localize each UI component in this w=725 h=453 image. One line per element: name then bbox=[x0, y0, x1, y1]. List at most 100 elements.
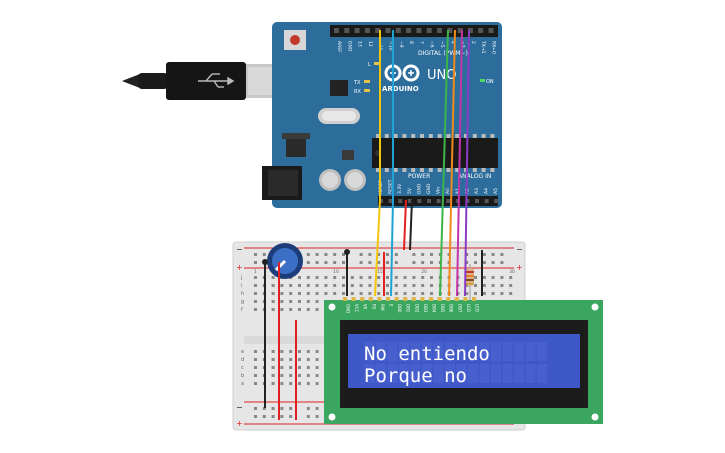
digital-pin-hole[interactable] bbox=[437, 28, 442, 33]
usb-icon bbox=[198, 73, 235, 88]
digital-pin-label: RX←0 bbox=[491, 41, 497, 54]
wire-cyan[interactable] bbox=[390, 30, 394, 297]
digital-pin-label: ~5 bbox=[439, 41, 445, 48]
lcd-pin-hole[interactable] bbox=[420, 297, 425, 301]
lcd-pin-hole[interactable] bbox=[351, 297, 356, 301]
svg-text:+: + bbox=[236, 419, 243, 428]
column-number: 30 bbox=[509, 269, 515, 275]
wire-purple[interactable] bbox=[464, 29, 470, 297]
svg-text:−: − bbox=[516, 245, 523, 254]
bottom-pin-label: Vin bbox=[436, 187, 442, 194]
lcd-pin-hole[interactable] bbox=[343, 297, 347, 301]
lcd-pin-hole[interactable] bbox=[394, 297, 399, 301]
power-pin-hole[interactable] bbox=[417, 199, 422, 203]
digital-pin-hole[interactable] bbox=[334, 28, 339, 33]
lcd-pin-hole[interactable] bbox=[429, 297, 433, 301]
bottom-pin-label: A5 bbox=[493, 188, 499, 194]
lcd-pin-label: GND bbox=[346, 304, 351, 313]
svg-text:−: − bbox=[236, 245, 243, 254]
lcd-pin-label: E bbox=[389, 304, 394, 307]
row-letter: i bbox=[241, 283, 242, 289]
lcd-pin-label: LED bbox=[475, 304, 480, 312]
lcd-pin-hole[interactable] bbox=[368, 297, 373, 301]
lcd-pin-label: DB7 bbox=[457, 304, 462, 313]
lcd-pin-hole[interactable] bbox=[360, 297, 365, 301]
wire-red-5v[interactable] bbox=[403, 199, 407, 251]
power-pin-hole[interactable] bbox=[436, 199, 441, 203]
lcd-pin-hole[interactable] bbox=[403, 297, 408, 301]
digital-pin-label: AREF bbox=[336, 41, 342, 53]
digital-pin-label: ~10 bbox=[388, 41, 394, 51]
digital-pin-hole[interactable] bbox=[488, 28, 494, 33]
digital-pin-label: 4 bbox=[449, 41, 455, 44]
digital-pin-label: 8 bbox=[408, 41, 414, 44]
bottom-pin-label: A1 bbox=[455, 188, 461, 194]
potentiometer[interactable] bbox=[267, 243, 303, 279]
lcd-pin-hole[interactable] bbox=[463, 297, 468, 301]
digital-pin-hole[interactable] bbox=[467, 28, 473, 33]
lcd-pin-hole[interactable] bbox=[437, 297, 442, 301]
digital-label: DIGITAL (PWM~) bbox=[418, 50, 468, 57]
row-letter: h bbox=[241, 291, 244, 297]
digital-pin-label: 2 bbox=[470, 41, 476, 44]
svg-text:+: + bbox=[236, 263, 243, 272]
digital-pin-hole[interactable] bbox=[478, 28, 484, 33]
usb-cable[interactable] bbox=[122, 62, 296, 100]
wire-magenta[interactable] bbox=[456, 29, 463, 297]
wire-black-gnd[interactable] bbox=[409, 199, 413, 251]
power-pin-hole[interactable] bbox=[427, 199, 431, 203]
power-pin-hole[interactable] bbox=[388, 199, 393, 203]
digital-pin-hole[interactable] bbox=[375, 28, 381, 33]
row-letter: b bbox=[241, 373, 244, 379]
column-number: 1 bbox=[254, 269, 257, 275]
rx-label: RX bbox=[354, 89, 361, 95]
lcd-pin-hole[interactable] bbox=[446, 297, 451, 301]
lcd-pin-label: DB4 bbox=[432, 304, 437, 313]
lcd-pin-hole[interactable] bbox=[472, 297, 476, 301]
model-label: UNO bbox=[427, 68, 456, 83]
bottom-pin-label: 5V bbox=[407, 187, 413, 194]
digital-pin-hole[interactable] bbox=[426, 28, 432, 33]
digital-pin-hole[interactable] bbox=[395, 28, 401, 33]
power-pin-hole[interactable] bbox=[446, 199, 451, 203]
digital-pin-hole[interactable] bbox=[447, 28, 453, 33]
power-pin-hole[interactable] bbox=[475, 199, 479, 203]
lcd-pin-hole[interactable] bbox=[386, 297, 390, 301]
analog-label: ANALOG IN bbox=[458, 173, 491, 180]
lcd-pin-label: DB1 bbox=[406, 304, 411, 313]
power-pin-hole[interactable] bbox=[484, 199, 489, 203]
bottom-pin-label: A3 bbox=[474, 188, 480, 194]
bottom-pin-label: RESET bbox=[388, 179, 394, 194]
lcd-pin-hole[interactable] bbox=[377, 297, 382, 301]
atmega-chip bbox=[372, 138, 498, 168]
bottom-pin-label: GND bbox=[426, 183, 432, 194]
digital-pin-hole[interactable] bbox=[344, 28, 350, 33]
digital-pin-hole[interactable] bbox=[457, 28, 463, 33]
power-pin-hole[interactable] bbox=[398, 199, 403, 203]
digital-pin-label: 13 bbox=[357, 41, 363, 47]
lcd-pin-label: DB0 bbox=[397, 304, 402, 313]
digital-pin-hole[interactable] bbox=[364, 28, 370, 33]
digital-pin-hole[interactable] bbox=[406, 28, 412, 33]
bottom-pin-label: GND bbox=[416, 183, 422, 194]
digital-pin-hole[interactable] bbox=[416, 28, 422, 33]
power-pin-hole[interactable] bbox=[407, 199, 412, 203]
power-pin-hole[interactable] bbox=[379, 199, 383, 203]
wire-orange[interactable] bbox=[448, 29, 456, 297]
digital-pin-hole[interactable] bbox=[385, 28, 391, 33]
lcd-pin-label: V0 bbox=[363, 304, 368, 310]
wire-green[interactable] bbox=[439, 29, 449, 297]
lcd-pin-label: RS bbox=[371, 304, 376, 310]
digital-pin-hole[interactable] bbox=[354, 28, 360, 33]
power-pin-hole[interactable] bbox=[494, 199, 499, 203]
lcd-pin-hole[interactable] bbox=[454, 297, 459, 301]
lcd-pin-hole[interactable] bbox=[411, 297, 416, 301]
wire-yellow[interactable] bbox=[374, 30, 381, 297]
row-letter: e bbox=[241, 349, 244, 355]
bottom-pin-label: A4 bbox=[484, 188, 490, 194]
resistor[interactable] bbox=[466, 264, 474, 300]
